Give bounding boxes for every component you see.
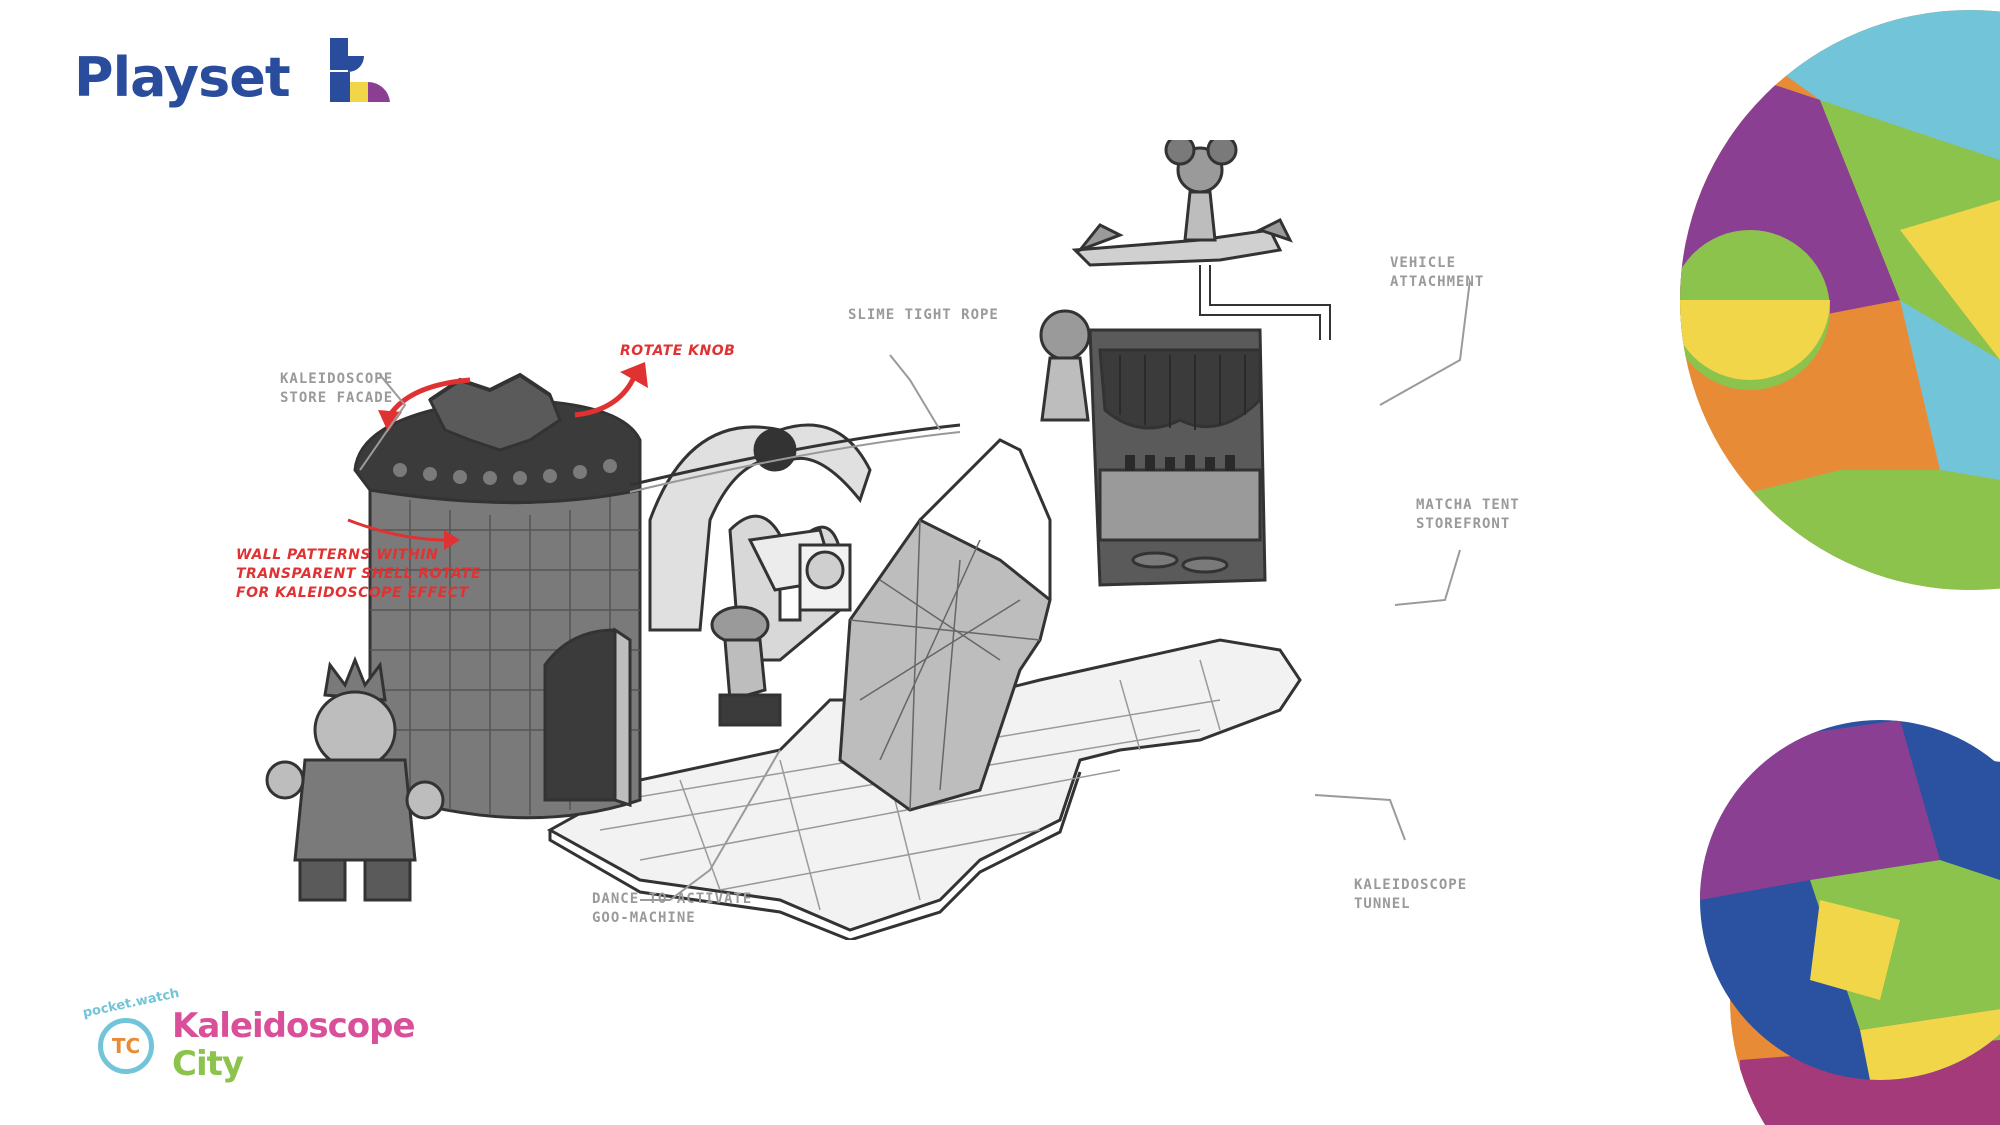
slime-tight-rope <box>629 423 961 487</box>
figure-rope <box>1039 309 1091 422</box>
annotation-store-facade: KALEIDOSCOPE STORE FACADE <box>280 371 394 406</box>
figure-dance <box>710 605 782 727</box>
slime-arch <box>648 423 872 632</box>
figure-top <box>1164 140 1238 242</box>
annotation-rotate-knob: ROTATE KNOB <box>620 343 736 359</box>
playset-illustration <box>265 140 1470 940</box>
annotation-matcha-tent: MATCHA TENT STOREFRONT <box>1416 497 1520 532</box>
kaleidoscope-city-logo: pocket.watch TC Kaleidoscope City <box>80 986 440 1100</box>
annotation-wall-patterns: WALL PATTERNS WITHIN TRANSPARENT SHELL R… <box>236 547 482 601</box>
logo-tagline: pocket.watch <box>81 985 181 1022</box>
annotation-vehicle-attachment: VEHICLE ATTACHMENT <box>1390 255 1485 290</box>
annotation-dance-goo: DANCE TO ACTIVATE GOO-MACHINE <box>592 891 753 926</box>
logo-badge: TC <box>98 1018 154 1074</box>
annotation-kaleidoscope-tunnel: KALEIDOSCOPE TUNNEL <box>1354 877 1468 912</box>
annotation-slime-rope: SLIME TIGHT ROPE <box>848 307 999 323</box>
playset-logo-mark-icon <box>330 38 390 102</box>
logo-line2: City <box>172 1044 244 1084</box>
figure-front <box>265 655 445 902</box>
kaleidoscope-decoration <box>1680 10 2000 1125</box>
page-title: Playset <box>74 46 291 109</box>
kaleidoscope-tunnel <box>838 518 1052 812</box>
logo-line1: Kaleidoscope <box>172 1006 416 1046</box>
